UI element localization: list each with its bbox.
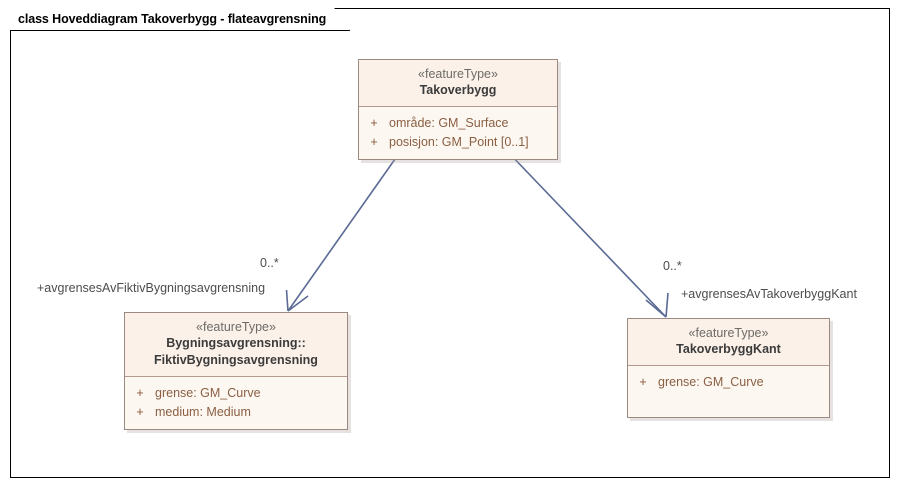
attribute-row: + posisjon: GM_Point [0..1] [359,133,557,152]
class-attributes-fiktivbygningsavgrensning: + grense: GM_Curve + medium: Medium [125,377,347,429]
class-stereotype: «featureType» [418,67,498,81]
association-role-fiktiv: +avgrensesAvFiktivBygningsavgrensning [37,281,266,295]
attribute-text: grense: GM_Curve [658,375,764,389]
class-header-takoverbygg: «featureType» Takoverbygg [359,60,557,107]
class-attributes-takoverbyggkant: + grense: GM_Curve [628,366,829,399]
attribute-text: område: GM_Surface [389,116,509,130]
class-name-line-2: FiktivBygningsavgrensning [154,353,318,367]
attribute-text: grense: GM_Curve [155,386,261,400]
attribute-text: medium: Medium [155,405,251,419]
attribute-visibility: + [136,405,144,419]
association-role-kant: +avgrensesAvTakoverbyggKant [681,287,857,301]
class-stereotype: «featureType» [688,326,769,340]
attribute-visibility: + [136,386,144,400]
class-name-line-1: Bygningsavgrensning:: [166,336,306,350]
diagram-frame [10,8,890,478]
association-multiplicity-fiktiv: 0..* [260,256,279,270]
attribute-row: + medium: Medium [125,403,347,422]
attribute-row: + grense: GM_Curve [125,384,347,403]
class-name: TakoverbyggKant [676,342,781,356]
attribute-row: + område: GM_Surface [359,114,557,133]
class-box-takoverbygg[interactable]: «featureType» Takoverbygg + område: GM_S… [358,59,558,160]
class-name: Takoverbygg [419,83,497,97]
class-header-fiktivbygningsavgrensning: «featureType» Bygningsavgrensning:: Fikt… [125,313,347,377]
attribute-row: + grense: GM_Curve [628,373,829,392]
class-attributes-takoverbygg: + område: GM_Surface + posisjon: GM_Poin… [359,107,557,159]
attribute-visibility: + [370,135,378,149]
class-header-takoverbyggkant: «featureType» TakoverbyggKant [628,319,829,366]
diagram-title-text: class Hoveddiagram Takoverbygg - flateav… [18,12,327,26]
class-box-takoverbyggkant[interactable]: «featureType» TakoverbyggKant + grense: … [627,318,830,418]
attribute-visibility: + [639,375,647,389]
diagram-title-tab: class Hoveddiagram Takoverbygg - flateav… [10,8,350,31]
attribute-visibility: + [370,116,378,130]
class-box-fiktivbygningsavgrensning[interactable]: «featureType» Bygningsavgrensning:: Fikt… [124,312,348,430]
class-stereotype: «featureType» [196,320,276,334]
attribute-text: posisjon: GM_Point [0..1] [389,135,529,149]
association-multiplicity-kant: 0..* [663,259,682,273]
